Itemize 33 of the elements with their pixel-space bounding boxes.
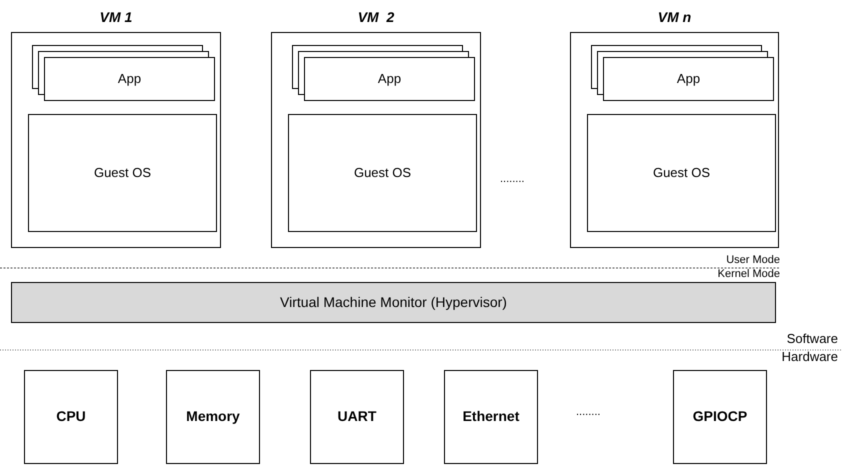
app-label: App (118, 70, 142, 88)
app-box (44, 57, 215, 101)
app-box (603, 57, 774, 101)
mode-label: User Mode (726, 254, 780, 266)
guest-os-box (587, 114, 776, 232)
hardware-box (444, 370, 538, 464)
layer-label: Software (786, 331, 838, 346)
mode-label: Kernel Mode (718, 268, 780, 280)
guest-os-label: Guest OS (94, 164, 152, 182)
hardware-label: Memory (186, 408, 240, 426)
vm-title: VM n (656, 9, 692, 26)
hardware-label: Ethernet (462, 408, 520, 426)
hardware-box (166, 370, 260, 464)
app-box (304, 57, 475, 101)
hardware-label: UART (338, 408, 376, 426)
guest-os-box (288, 114, 477, 232)
ellipsis: ........ (500, 173, 524, 185)
layer-label: Hardware (782, 349, 838, 364)
hypervisor-label: Virtual Machine Monitor (Hypervisor) (280, 294, 507, 312)
hypervisor-bar (11, 282, 776, 323)
ellipsis: ........ (576, 406, 600, 418)
hardware-box (24, 370, 118, 464)
hardware-box (310, 370, 404, 464)
app-label: App (676, 70, 700, 88)
hardware-label: GPIOCP (692, 408, 748, 426)
hardware-box (673, 370, 767, 464)
guest-os-box (28, 114, 217, 232)
guest-os-label: Guest OS (652, 164, 710, 182)
hardware-label: CPU (56, 408, 86, 426)
guest-os-label: Guest OS (354, 164, 412, 182)
app-label: App (378, 70, 402, 88)
vm-title: VM 1 (98, 9, 134, 26)
vm-title: VM 2 (356, 9, 396, 26)
